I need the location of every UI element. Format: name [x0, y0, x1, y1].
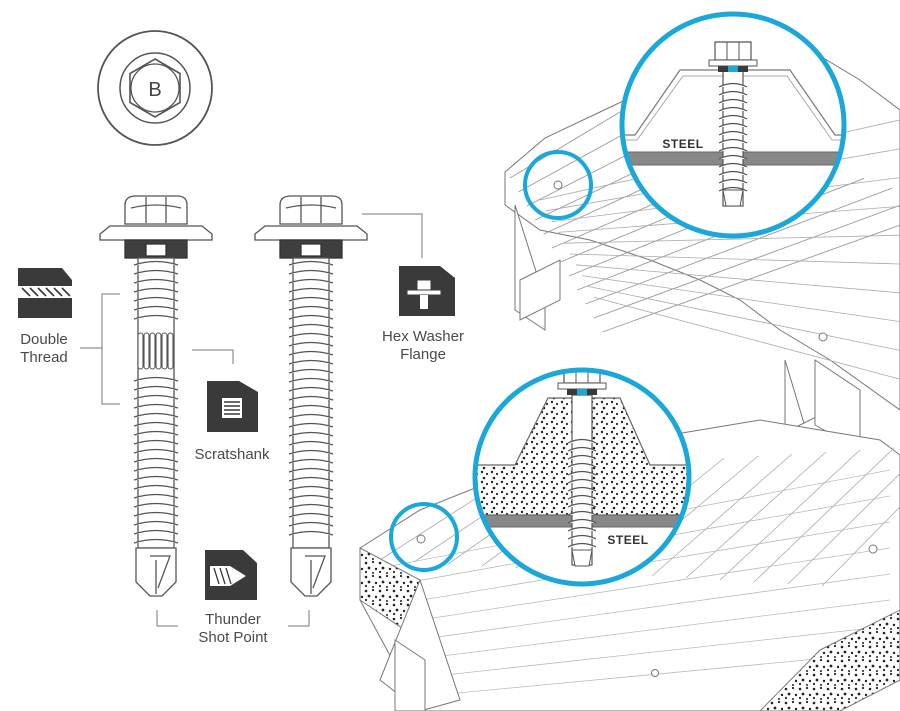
callout-bottom-ring	[472, 367, 692, 587]
svg-text:Hex Washer: Hex Washer	[382, 328, 464, 345]
badge-letter: B	[148, 79, 161, 101]
badge-washer-circle	[130, 63, 180, 113]
hex-washer-flange-icon	[399, 266, 455, 316]
scratshank-icon	[207, 381, 258, 432]
double-thread-icon	[18, 268, 72, 318]
thunder-shot-point-icon	[205, 550, 257, 600]
panel-foam-edge-right	[759, 609, 900, 711]
scratshank-label: Scratshank	[194, 446, 270, 463]
leader-lines	[80, 213, 423, 627]
callout-foam-panel: STEEL	[472, 367, 692, 587]
double-thread-bracket	[101, 293, 120, 405]
callout-steel-roof: STEEL	[619, 11, 847, 239]
callout-top-material-label: STEEL	[662, 137, 703, 151]
badge-inner-ring	[119, 52, 191, 124]
point-bracket-left	[156, 610, 178, 627]
svg-text:Shot Point: Shot Point	[198, 629, 268, 646]
screw1-hex-head	[124, 195, 188, 225]
hex-head-icon	[129, 58, 181, 118]
panel-purlin	[394, 639, 426, 711]
screw1-lower-threads	[133, 376, 179, 544]
svg-text:Flange: Flange	[400, 346, 446, 363]
screw2-threads	[288, 260, 334, 536]
svg-text:Thunder: Thunder	[205, 611, 261, 628]
screw1-scratshank-rings	[137, 332, 174, 370]
flange-leader	[362, 213, 423, 258]
thunder-shot-point-label: Thunder Shot Point	[198, 611, 268, 646]
callout-top-hex-head	[714, 41, 752, 61]
panel-screw-head	[416, 534, 426, 544]
drive-type-badge: B	[97, 30, 213, 146]
screw2-hex-head	[279, 195, 343, 225]
screw1-upper-threads	[133, 260, 179, 320]
callout-top-ring	[619, 11, 847, 239]
scratshank-leader	[192, 349, 234, 364]
roof-screw-head	[553, 180, 563, 190]
screw2-washer-flange	[254, 225, 368, 241]
svg-text:Thread: Thread	[20, 349, 68, 366]
hex-washer-flange-label: Hex Washer Flange	[382, 328, 464, 363]
svg-text:Double: Double	[20, 331, 68, 348]
point-bracket-right	[288, 610, 310, 627]
screw-standard	[254, 195, 368, 597]
double-thread-label: Double Thread	[20, 331, 68, 366]
highlight-ring-panel	[389, 502, 459, 572]
screw1-washer-flange	[99, 225, 213, 241]
callout-bottom-material-label: STEEL	[607, 533, 648, 547]
screw-double-thread	[99, 195, 213, 597]
highlight-ring-roof	[523, 150, 593, 220]
